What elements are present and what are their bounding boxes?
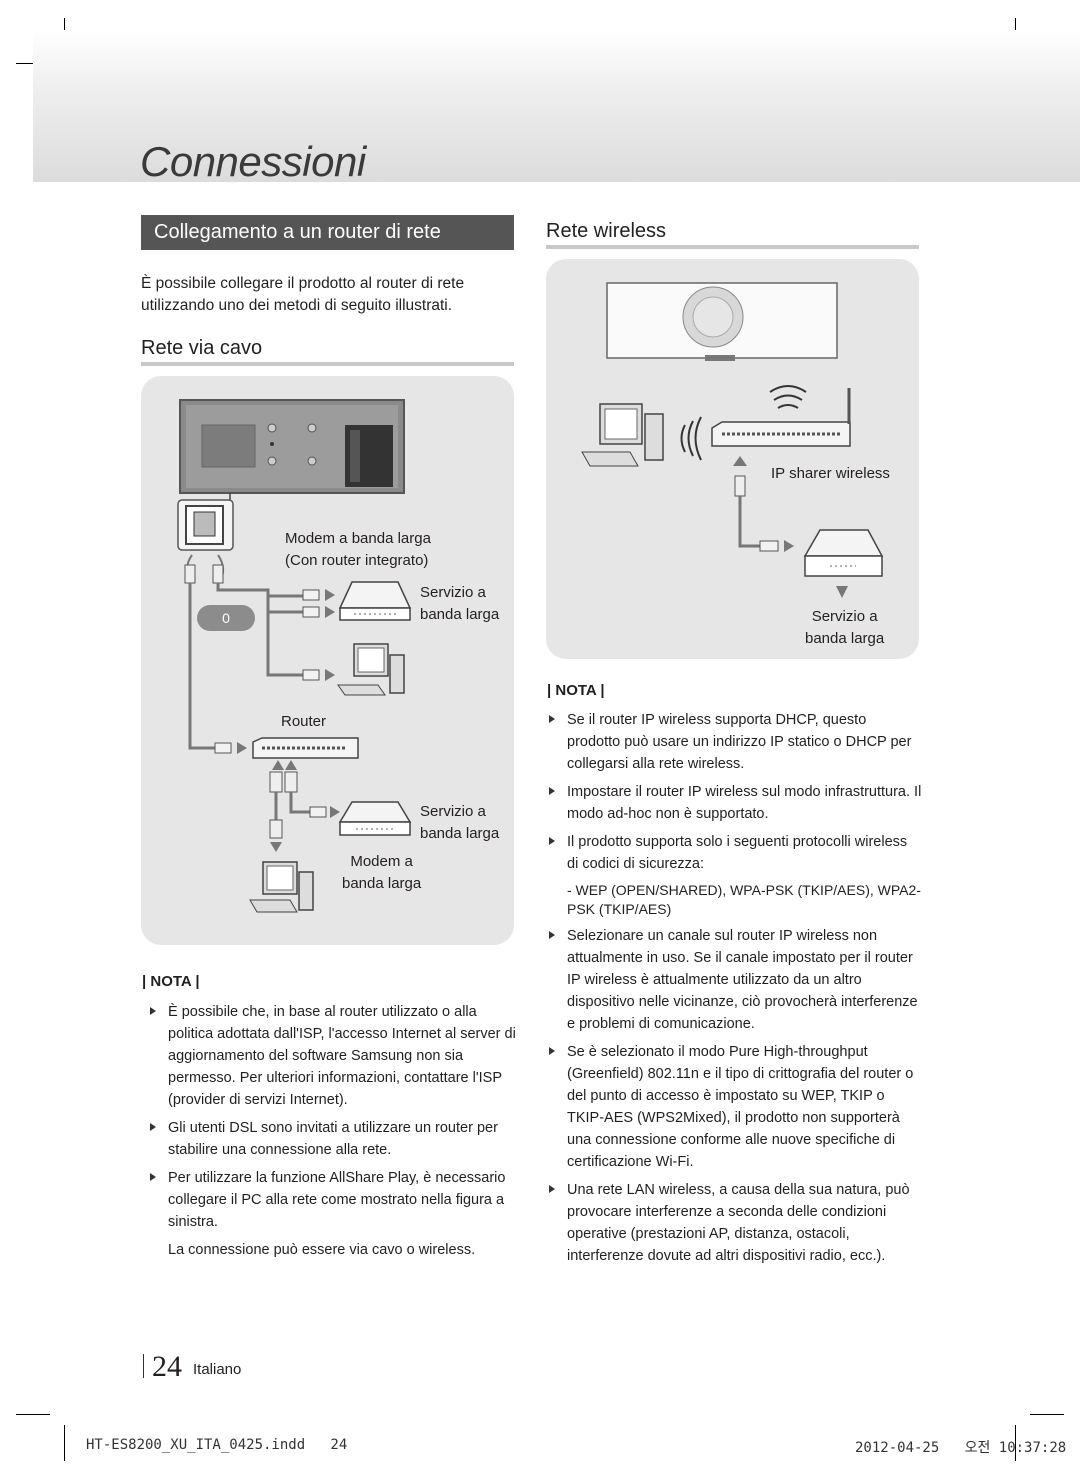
crop-mark <box>16 1414 50 1415</box>
note-item: Se è selezionato il modo Pure High-throu… <box>547 1041 922 1173</box>
note-item: Una rete LAN wireless, a causa della sua… <box>547 1179 922 1267</box>
nota-heading-left: | NOTA | <box>142 973 200 990</box>
crop-mark <box>1030 1414 1064 1415</box>
page-num-bar <box>143 1354 144 1378</box>
note-item: Gli utenti DSL sono invitati a utilizzar… <box>148 1117 518 1161</box>
crop-mark <box>64 1425 65 1461</box>
header-band <box>33 30 1080 182</box>
footer-date: 2012-04-25 오전 10:37:28 <box>855 1440 1067 1456</box>
service-label-1: Servizio a banda larga <box>420 584 500 623</box>
section-title: Collegamento a un router di rete <box>141 215 514 250</box>
service-label-2: Servizio a banda larga <box>420 803 500 842</box>
notes-left: È possibile che, in base al router utili… <box>148 1001 518 1267</box>
intro-text: È possibile collegare il prodotto al rou… <box>141 275 465 314</box>
or-badge: 0 <box>222 610 230 626</box>
note-item: Il prodotto supporta solo i seguenti pro… <box>547 831 922 875</box>
wired-title: Rete via cavo <box>141 337 263 359</box>
wireless-title: Rete wireless <box>546 220 667 242</box>
note-item: Selezionare un canale sul router IP wire… <box>547 925 922 1035</box>
footer-file: HT-ES8200_XU_ITA_0425.indd 24 <box>86 1437 348 1453</box>
crop-mark <box>1015 1425 1016 1461</box>
notes-right: Se il router IP wireless supporta DHCP, … <box>547 709 922 1273</box>
page-number: 24 <box>152 1350 182 1383</box>
note-item: È possibile che, in base al router utili… <box>148 1001 518 1111</box>
modem-router-label: Modem a banda larga (Con router integrat… <box>285 530 431 569</box>
wireless-rule <box>546 245 919 249</box>
note-item: Se il router IP wireless supporta DHCP, … <box>547 709 922 775</box>
nota-heading-right: | NOTA | <box>547 682 605 699</box>
service-label-wireless: Servizio a banda larga <box>805 608 885 647</box>
note-extra: La connessione può essere via cavo o wir… <box>168 1242 476 1258</box>
ip-sharer-label: IP sharer wireless <box>771 465 890 482</box>
page-language: Italiano <box>193 1361 242 1378</box>
note-subitem: - WEP (OPEN/SHARED), WPA-PSK (TKIP/AES),… <box>567 882 921 917</box>
note-item: Per utilizzare la funzione AllShare Play… <box>148 1167 518 1233</box>
router-label: Router <box>281 713 327 730</box>
wired-rule <box>141 362 514 366</box>
note-item: Impostare il router IP wireless sul modo… <box>547 781 922 825</box>
modem-label: Modem a banda larga <box>342 853 422 892</box>
chapter-title: Connessioni <box>140 138 366 185</box>
